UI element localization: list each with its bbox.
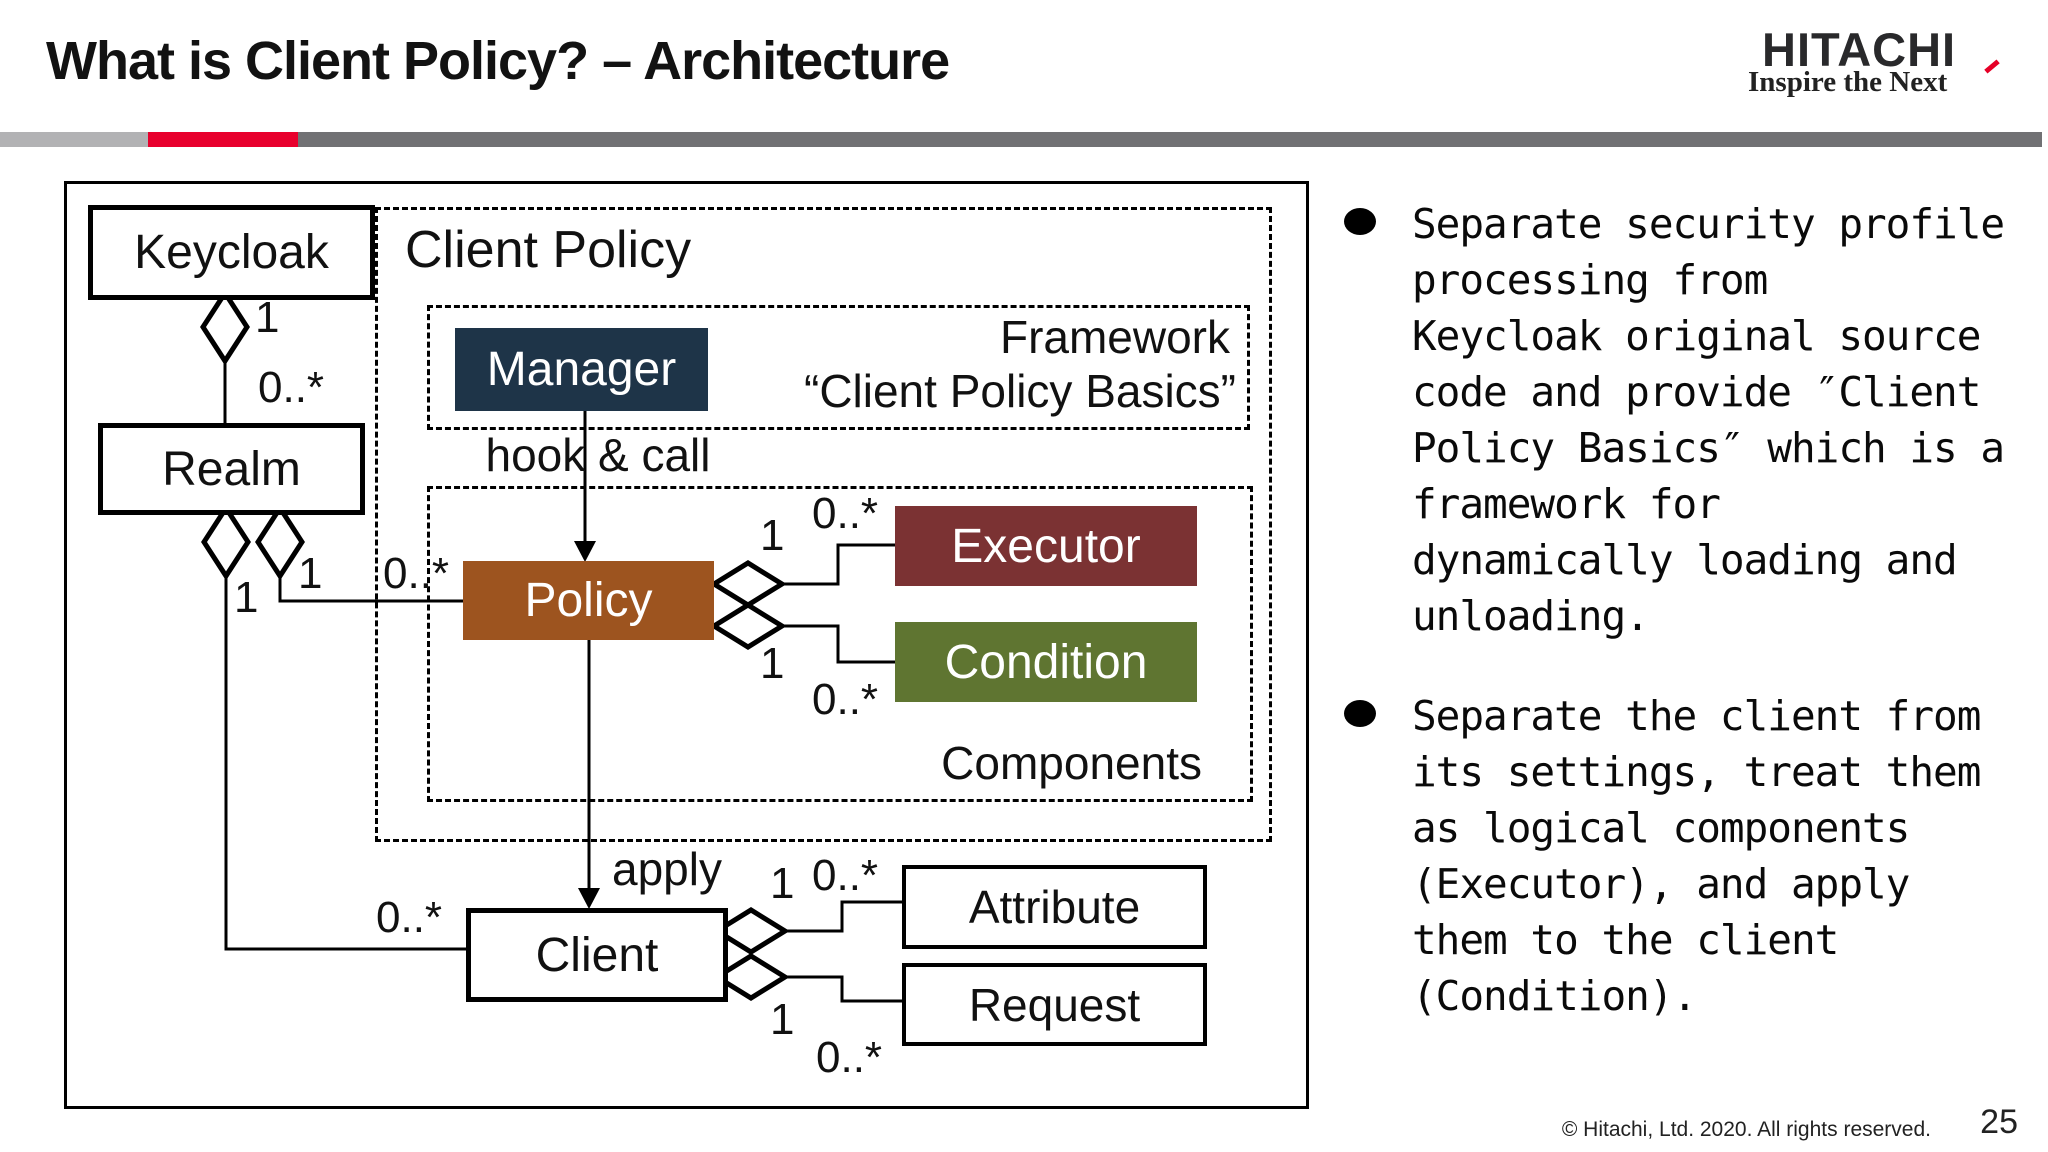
multiplicity-condition-0n: 0..* — [812, 675, 879, 724]
multiplicity-realm-left-1: 1 — [234, 573, 259, 622]
bullet-dot-icon — [1344, 208, 1376, 235]
page-title: What is Client Policy? – Architecture — [46, 31, 950, 91]
copyright-notice: © Hitachi, Ltd. 2020. All rights reserve… — [1561, 1118, 1931, 1141]
multiplicity-attribute-1: 1 — [770, 859, 795, 908]
multiplicity-keycloak-1: 1 — [255, 293, 280, 342]
multiplicity-realm-0n: 0..* — [258, 363, 325, 412]
header-bar-dark — [298, 132, 2042, 147]
list-item: Separate the client from its settings, t… — [1338, 688, 2044, 1024]
bullet-dot-icon — [1344, 700, 1376, 727]
node-keycloak-label: Keycloak — [134, 226, 329, 279]
multiplicity-attribute-0n: 0..* — [812, 851, 879, 900]
node-request-label: Request — [968, 978, 1141, 1031]
node-policy: Policy — [463, 561, 714, 640]
node-manager: Manager — [455, 328, 708, 411]
node-client: Client — [466, 908, 728, 1002]
diagram-outer-frame — [64, 181, 1309, 1109]
bullet-text-1: Separate security profile processing fro… — [1412, 200, 2005, 640]
multiplicity-policy-0n: 0..* — [383, 549, 450, 598]
header-bar-light — [0, 132, 148, 147]
multiplicity-request-0n: 0..* — [816, 1033, 883, 1082]
node-realm-label: Realm — [162, 442, 301, 496]
components-group-label: Components — [941, 737, 1202, 789]
hook-call-label: hook & call — [485, 429, 711, 481]
multiplicity-executor-0n: 0..* — [812, 489, 879, 538]
node-policy-label: Policy — [524, 574, 653, 627]
framework-label-line1: Framework — [999, 311, 1230, 363]
node-manager-label: Manager — [486, 343, 677, 396]
node-keycloak: Keycloak — [88, 205, 375, 300]
page-number: 25 — [1980, 1103, 2018, 1141]
multiplicity-executor-1: 1 — [760, 511, 785, 560]
multiplicity-realm-right-1: 1 — [298, 549, 323, 598]
framework-group-frame — [427, 305, 1250, 430]
multiplicity-condition-1: 1 — [760, 639, 785, 688]
node-attribute: Attribute — [902, 865, 1207, 949]
hitachi-logo-red-accent — [1984, 59, 2000, 74]
apply-label: apply — [612, 843, 722, 895]
node-condition-label: Condition — [944, 635, 1148, 689]
node-condition: Condition — [895, 622, 1197, 702]
header-bar-red — [148, 132, 298, 147]
node-client-label: Client — [535, 928, 659, 982]
hitachi-logo: HITACHI — [1762, 23, 1957, 76]
node-realm: Realm — [98, 423, 365, 515]
node-request: Request — [902, 963, 1207, 1046]
client-policy-group-label: Client Policy — [405, 221, 692, 279]
node-executor: Executor — [895, 506, 1197, 586]
node-executor-label: Executor — [951, 519, 1141, 573]
list-item: Separate security profile processing fro… — [1338, 196, 2044, 644]
multiplicity-client-0n: 0..* — [376, 893, 443, 942]
bullet-list: Separate security profile processing fro… — [1338, 196, 2044, 1068]
framework-label-line2: “Client Policy Basics” — [804, 365, 1236, 417]
bullet-text-2: Separate the client from its settings, t… — [1412, 692, 1981, 1020]
node-attribute-label: Attribute — [968, 881, 1141, 933]
hitachi-tagline: Inspire the Next — [1748, 66, 1948, 98]
multiplicity-request-1: 1 — [770, 995, 795, 1044]
